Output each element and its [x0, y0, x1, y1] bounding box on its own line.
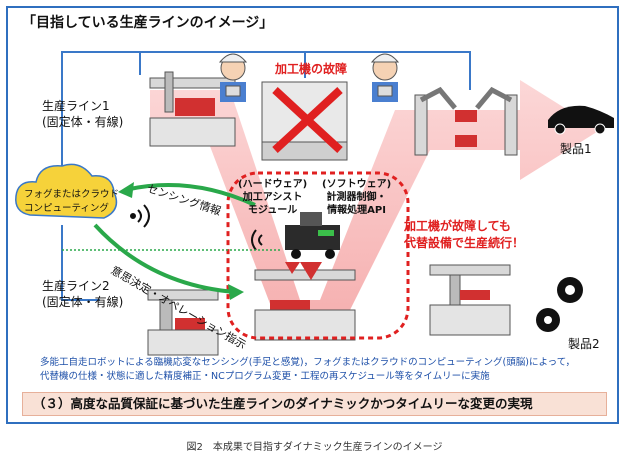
mobile-robot-icon — [285, 212, 340, 280]
continue-line2: 代替設備で生産続行！ — [404, 236, 525, 250]
product2-label: 製品2 — [568, 337, 600, 351]
software-label: (ソフトウェア) 計測器制御・ 情報処理API — [322, 178, 391, 217]
worker-right — [370, 53, 400, 102]
description-line1: 多能工自走ロボットによる臨機応変なセンシング(手足と感覚)，フォグまたはクラウド… — [40, 357, 576, 368]
line1-label: 生産ライン1 (固定体・有線) — [42, 98, 123, 130]
description-line2: 代替機の仕様・状態に適した精度補正・NCプログラム変更・工程の再スケジュール等を… — [40, 371, 490, 382]
fog-cloud-icon — [15, 163, 118, 219]
hardware-line2: モジュール — [247, 205, 298, 216]
line2-machine-right — [429, 264, 511, 336]
wireless-signal-icon — [130, 204, 150, 228]
hardware-label: (ハードウェア) 加工アシスト モジュール — [238, 178, 307, 217]
line2-label: 生産ライン2 (固定体・有線) — [42, 278, 123, 310]
worker-left — [218, 53, 248, 102]
continue-line1: 加工機が故障しても — [404, 219, 512, 233]
line1-type: (固定体・有線) — [42, 115, 124, 129]
line2-type: (固定体・有線) — [42, 295, 124, 309]
software-line1: 計測器制御・ — [326, 192, 387, 203]
description: 多能工自走ロボットによる臨機応変なセンシング(手足と感覚)，フォグまたはクラウド… — [40, 356, 600, 384]
fog-cloud-line2: コンピューティング — [24, 203, 109, 214]
line2-name: 生産ライン2 — [42, 279, 110, 293]
product1-label: 製品1 — [560, 142, 592, 156]
robot-module-box — [226, 171, 410, 340]
line1-machine — [149, 71, 236, 147]
gear-icon — [536, 277, 583, 332]
breakdown-label: 加工機の故障 — [275, 62, 348, 76]
decision-arrow — [93, 223, 244, 300]
software-line2: 情報処理API — [327, 205, 386, 216]
software-head: (ソフトウェア) — [322, 179, 392, 190]
continue-message: 加工機が故障しても 代替設備で生産続行！ — [404, 218, 524, 252]
fog-cloud-line1: フォグまたはクラウド — [24, 189, 120, 200]
car-icon — [548, 105, 614, 135]
line1-name: 生産ライン1 — [42, 99, 110, 113]
broken-machine — [261, 81, 348, 161]
hardware-head: (ハードウェア) — [238, 179, 308, 190]
line2-machine-left — [147, 289, 219, 356]
production-flow-arrow — [150, 80, 600, 330]
robot-arms — [414, 86, 518, 156]
hardware-line1: 加工アシスト — [242, 192, 303, 203]
page-title: 「目指している生産ラインのイメージ」 — [22, 15, 274, 31]
sensing-arrow — [118, 182, 256, 207]
bottom-banner: （３）高度な品質保証に基づいた生産ラインのダイナミックかつタイムリーな変更の実現 — [22, 392, 607, 416]
robot-signal-icon — [251, 229, 263, 251]
figure-caption: 図2 本成果で目指すダイナミック生産ラインのイメージ — [186, 442, 443, 453]
fog-cloud-label: フォグまたはクラウド コンピューティング — [24, 188, 119, 216]
